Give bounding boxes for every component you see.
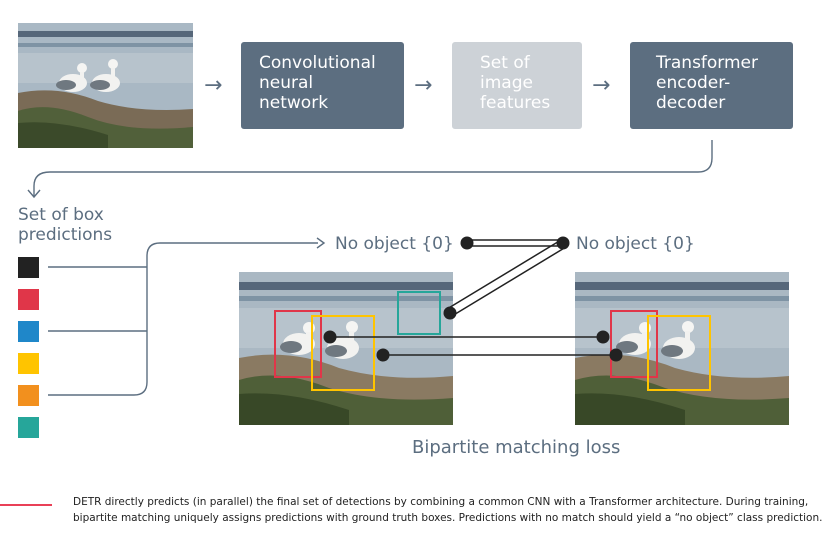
transformer-box: Transformer encoder- decoder [630, 42, 793, 129]
swatch-yellow [18, 353, 39, 374]
no-object-arrowhead [316, 237, 326, 249]
gt-box-red [610, 310, 658, 378]
input-image [18, 23, 193, 148]
swatch-blue [18, 321, 39, 342]
dot-yellow-pred [376, 348, 390, 362]
pred-box-red [274, 310, 322, 378]
features-box: Set of image features [452, 42, 582, 129]
bipartite-loss-label: Bipartite matching loss [412, 437, 621, 458]
swatch-orange [18, 385, 39, 406]
swatch-red [18, 289, 39, 310]
arrow-to-features: → [414, 73, 433, 98]
pred-box-yellow [311, 315, 375, 391]
dot-yellow-gt [609, 348, 623, 362]
no-object-right-label: No object {0} [576, 234, 695, 254]
dot-red-gt [596, 330, 610, 344]
cnn-box: Convolutional neural network [241, 42, 404, 129]
connector-arrowhead-down [27, 189, 41, 199]
gt-box-yellow [647, 315, 711, 391]
transformer-to-predictions-connector [33, 140, 713, 196]
swatch-teal [18, 417, 39, 438]
arrow-to-cnn: → [204, 73, 223, 98]
predictions-title: Set of box predictions [18, 205, 113, 245]
prediction-branches [48, 242, 318, 396]
dot-no-object-right [556, 236, 570, 250]
dot-no-object-left [460, 236, 474, 250]
arrow-to-transformer: → [592, 73, 611, 98]
dot-red-pred [323, 330, 337, 344]
caption-rule [0, 504, 52, 506]
no-object-double-link [468, 239, 562, 247]
pred-box-teal [397, 291, 441, 335]
dot-teal-pred [443, 306, 457, 320]
teal-to-no-object-double-link [446, 239, 567, 317]
swatch-black [18, 257, 39, 278]
caption-text: DETR directly predicts (in parallel) the… [73, 496, 823, 524]
no-object-left-label: No object {0} [335, 234, 454, 254]
